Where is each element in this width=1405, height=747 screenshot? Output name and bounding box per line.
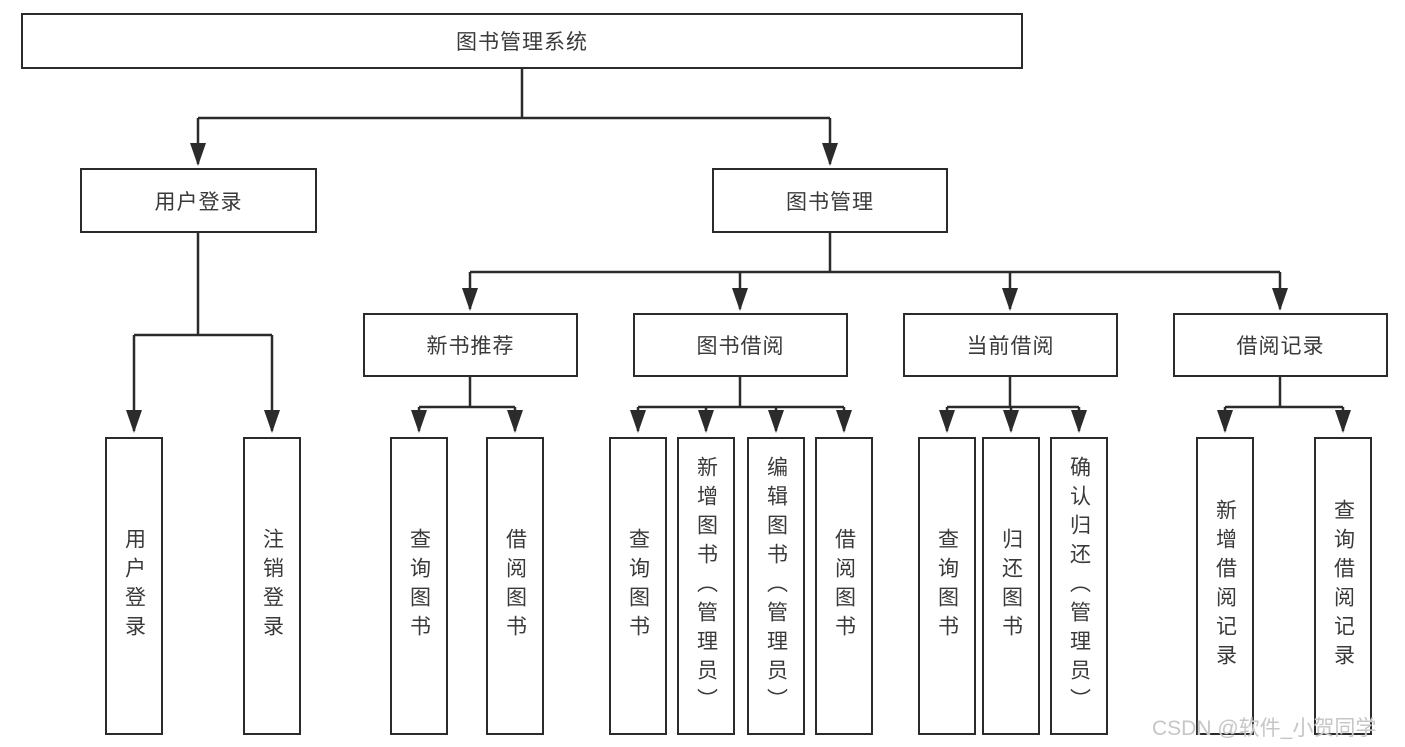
node-leaf-logout: 注销登录 xyxy=(243,437,301,735)
node-bb-borrow-books: 借阅图书 xyxy=(815,437,873,735)
node-cb-query-books: 查询图书 xyxy=(918,437,976,735)
node-label: 归还图书 xyxy=(999,528,1023,644)
node-bb-add-books-admin: 新增图书（管理员） xyxy=(677,437,735,735)
node-label: 新增图书（管理员） xyxy=(694,455,718,717)
node-label: 编辑图书（管理员） xyxy=(764,455,788,717)
node-br-add-record: 新增借阅记录 xyxy=(1196,437,1254,735)
node-rec-borrow-books: 借阅图书 xyxy=(486,437,544,735)
node-borrowing-records: 借阅记录 xyxy=(1173,313,1388,377)
node-label: 确认归还（管理员） xyxy=(1067,455,1091,717)
node-book-management: 图书管理 xyxy=(712,168,948,233)
node-label: 借阅图书 xyxy=(503,528,527,644)
node-label: 借阅图书 xyxy=(832,528,856,644)
node-br-query-record: 查询借阅记录 xyxy=(1314,437,1372,735)
node-label: 新增借阅记录 xyxy=(1213,499,1237,673)
node-label: 查询借阅记录 xyxy=(1331,499,1355,673)
node-rec-query-books: 查询图书 xyxy=(390,437,448,735)
node-bb-query-books: 查询图书 xyxy=(609,437,667,735)
node-current-borrowing: 当前借阅 xyxy=(903,313,1118,377)
node-label: 注销登录 xyxy=(260,528,284,644)
node-user-login: 用户登录 xyxy=(80,168,317,233)
node-label: 新书推荐 xyxy=(426,335,515,358)
node-label: 图书借阅 xyxy=(696,335,785,358)
node-library-system: 图书管理系统 xyxy=(21,13,1023,69)
node-cb-return-books: 归还图书 xyxy=(982,437,1040,735)
node-leaf-user-login: 用户登录 xyxy=(105,437,163,735)
csdn-watermark: CSDN @软件_小贺同学 xyxy=(1152,717,1377,740)
node-bb-edit-books-admin: 编辑图书（管理员） xyxy=(747,437,805,735)
node-label: 借阅记录 xyxy=(1236,335,1325,358)
node-label: 图书管理系统 xyxy=(456,31,588,54)
node-label: 查询图书 xyxy=(626,528,650,644)
node-label: 查询图书 xyxy=(935,528,959,644)
node-label: 查询图书 xyxy=(407,528,431,644)
node-label: 用户登录 xyxy=(122,528,146,644)
node-label: 用户登录 xyxy=(154,190,243,214)
node-book-borrowing: 图书借阅 xyxy=(633,313,848,377)
node-new-book-recommend: 新书推荐 xyxy=(363,313,578,377)
node-label: 当前借阅 xyxy=(966,335,1055,358)
node-cb-confirm-return-admin: 确认归还（管理员） xyxy=(1050,437,1108,735)
node-label: 图书管理 xyxy=(786,190,874,214)
